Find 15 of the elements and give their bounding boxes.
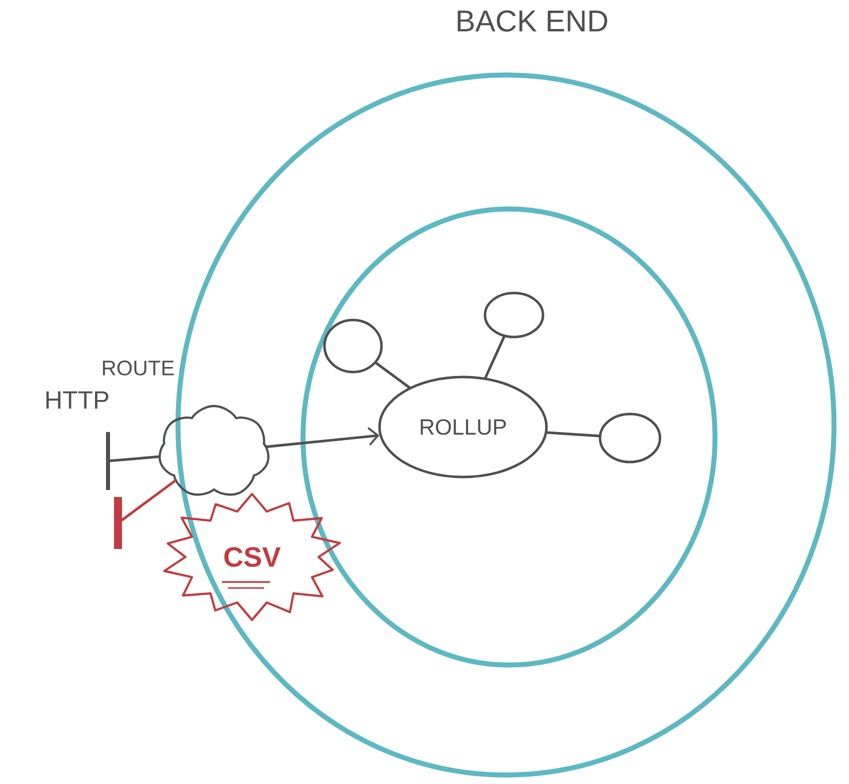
- connector-line: [374, 362, 411, 389]
- connector-line: [108, 455, 160, 462]
- bar-label: HTTP: [46, 391, 108, 409]
- connector-line: [546, 431, 600, 438]
- small-circle: [598, 412, 662, 464]
- heading: BACK END: [458, 10, 608, 32]
- cloud-label: ROUTE: [102, 360, 174, 376]
- terminal-bar: [114, 497, 122, 549]
- small-circle: [323, 318, 383, 374]
- starburst: CSV: [163, 492, 341, 622]
- connector-line: [120, 480, 176, 522]
- arrow: [266, 427, 380, 448]
- inner-ring: [300, 206, 718, 668]
- connector-line: [484, 336, 506, 379]
- small-circle: [484, 292, 544, 338]
